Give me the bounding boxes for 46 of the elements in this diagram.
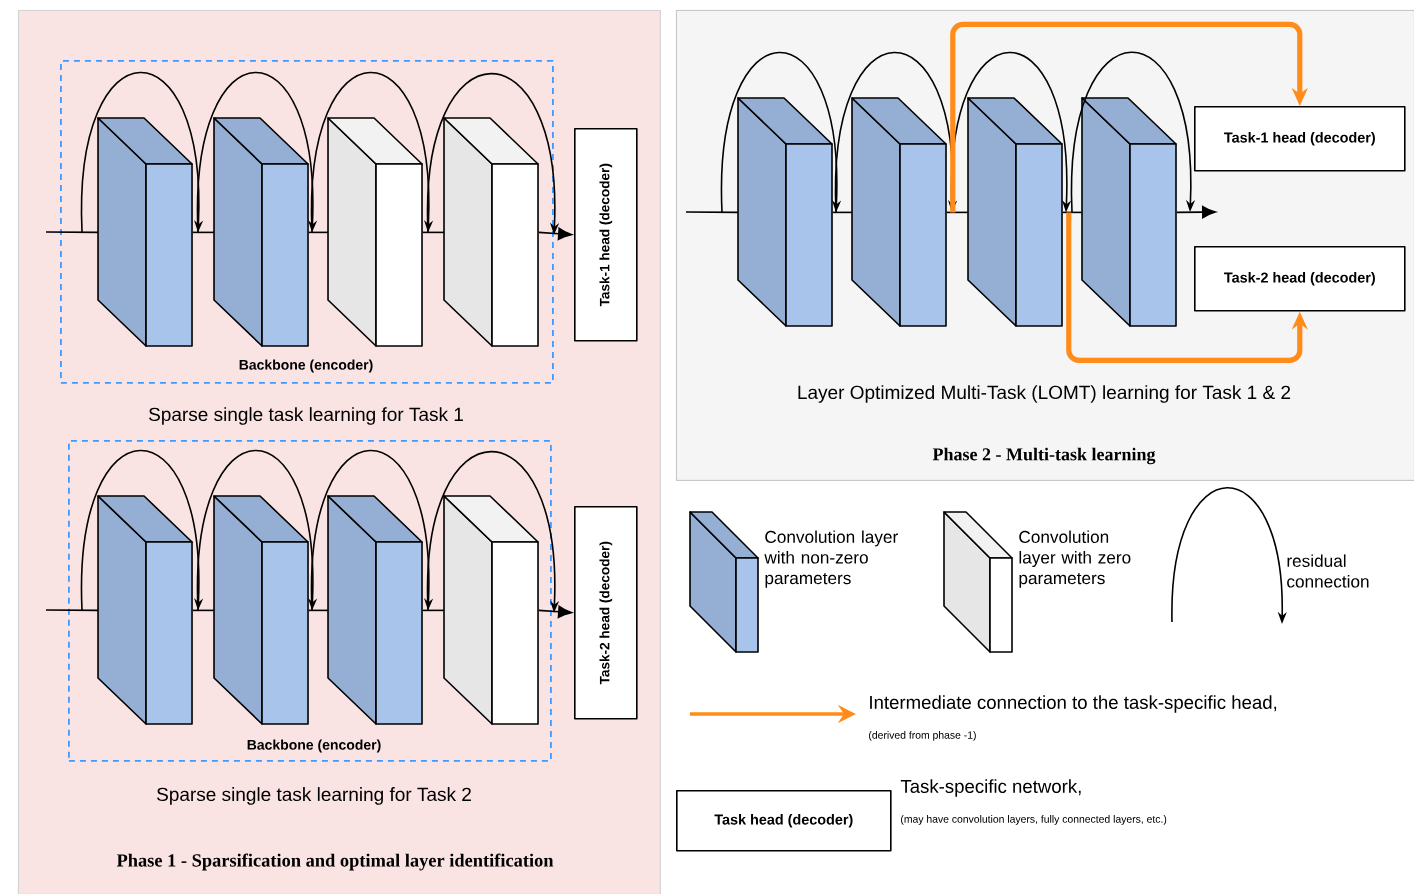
residual-arc [197,449,318,612]
connector-line [1062,211,1083,214]
layer-block [443,495,539,725]
connector-line [685,211,739,214]
residual-arc [197,71,318,234]
legend-text: residual connection [1287,554,1369,588]
layer-block [443,117,539,347]
arrow [538,605,572,619]
layer-block [97,117,193,347]
arrow [1176,205,1216,219]
connector-line [832,211,853,214]
residual-arc [1071,51,1196,214]
layer-block [737,97,833,327]
node-label: Layer Optimized Multi-Task (LOMT) learning for Task 1 & 2 [798,385,1291,403]
layer-block [97,495,193,725]
node-label: Sparse single task learning for Task 1 [149,407,463,425]
residual-arc [721,51,842,214]
legend-text: Task-specific network, [900,779,1081,797]
connector-line [308,231,329,234]
arrow [950,21,1308,213]
residual-arc [81,71,204,234]
connector-line [45,231,99,234]
connector-line [45,609,99,612]
residual-arc [311,71,434,234]
residual-arc [311,449,434,612]
panel-heading: Phase 1 - Sparsification and optimal layer identification [116,853,554,871]
legend-text: Intermediate connection to the task-specific head, [870,695,1277,713]
connector-line [946,211,969,214]
layer-block [967,97,1063,327]
layer-block [1081,97,1177,327]
panel-heading: Phase 2 - Multi-task learning [932,447,1156,465]
arrow [538,227,572,241]
connector-line [422,609,445,612]
connector-line [192,231,215,234]
layer-block [327,495,423,725]
connector-line [422,231,445,234]
legend-text: Convolution layer with non-zero parameters [764,530,898,588]
layer-block [213,495,309,725]
connector-line [192,609,215,612]
layer-block [851,97,947,327]
residual-arc [81,449,204,612]
connector-line [308,609,329,612]
legend-text: Convolution layer with zero parameters [1019,530,1131,588]
layer-block [213,117,309,347]
node-label: Sparse single task learning for Task 2 [157,787,471,805]
layer-block [327,117,423,347]
